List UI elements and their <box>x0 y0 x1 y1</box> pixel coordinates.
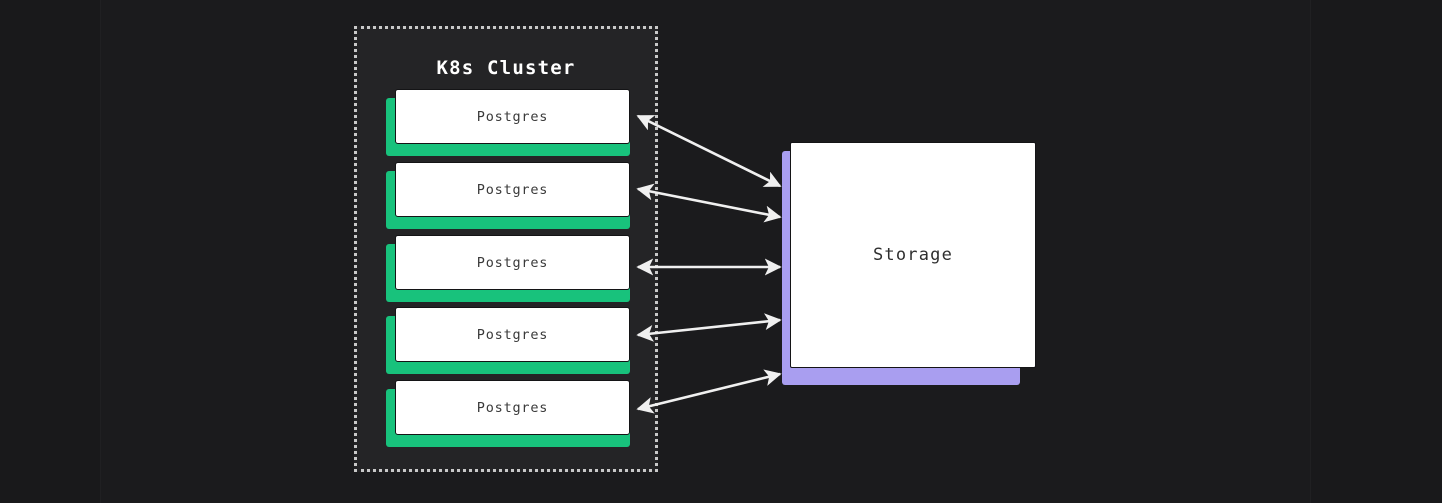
storage-card[interactable]: Storage <box>790 142 1036 368</box>
postgres-node[interactable]: Postgres <box>386 235 630 302</box>
node-label: Postgres <box>476 326 549 343</box>
page-background-left <box>0 0 100 503</box>
connector-postgres-2-storage <box>636 183 782 223</box>
connector-postgres-1-storage <box>636 114 782 188</box>
background-seam-right <box>1310 0 1311 503</box>
storage-label: Storage <box>872 245 954 265</box>
node-label: Postgres <box>476 108 549 125</box>
cluster-title: K8s Cluster <box>436 57 576 79</box>
node-card[interactable]: Postgres <box>395 380 630 435</box>
node-card[interactable]: Postgres <box>395 89 630 144</box>
node-card[interactable]: Postgres <box>395 307 630 362</box>
node-label: Postgres <box>476 399 549 416</box>
postgres-node[interactable]: Postgres <box>386 162 630 229</box>
connector-postgres-5-storage <box>636 369 782 414</box>
node-label: Postgres <box>476 181 549 198</box>
storage-node[interactable]: Storage <box>782 142 1036 385</box>
page-background-right <box>1311 0 1442 503</box>
postgres-node[interactable]: Postgres <box>386 380 630 447</box>
connector-postgres-4-storage <box>636 313 782 342</box>
postgres-node[interactable]: Postgres <box>386 307 630 374</box>
node-label: Postgres <box>476 254 549 271</box>
postgres-node[interactable]: Postgres <box>386 89 630 156</box>
node-card[interactable]: Postgres <box>395 162 630 217</box>
background-seam-left <box>100 0 101 503</box>
node-card[interactable]: Postgres <box>395 235 630 290</box>
